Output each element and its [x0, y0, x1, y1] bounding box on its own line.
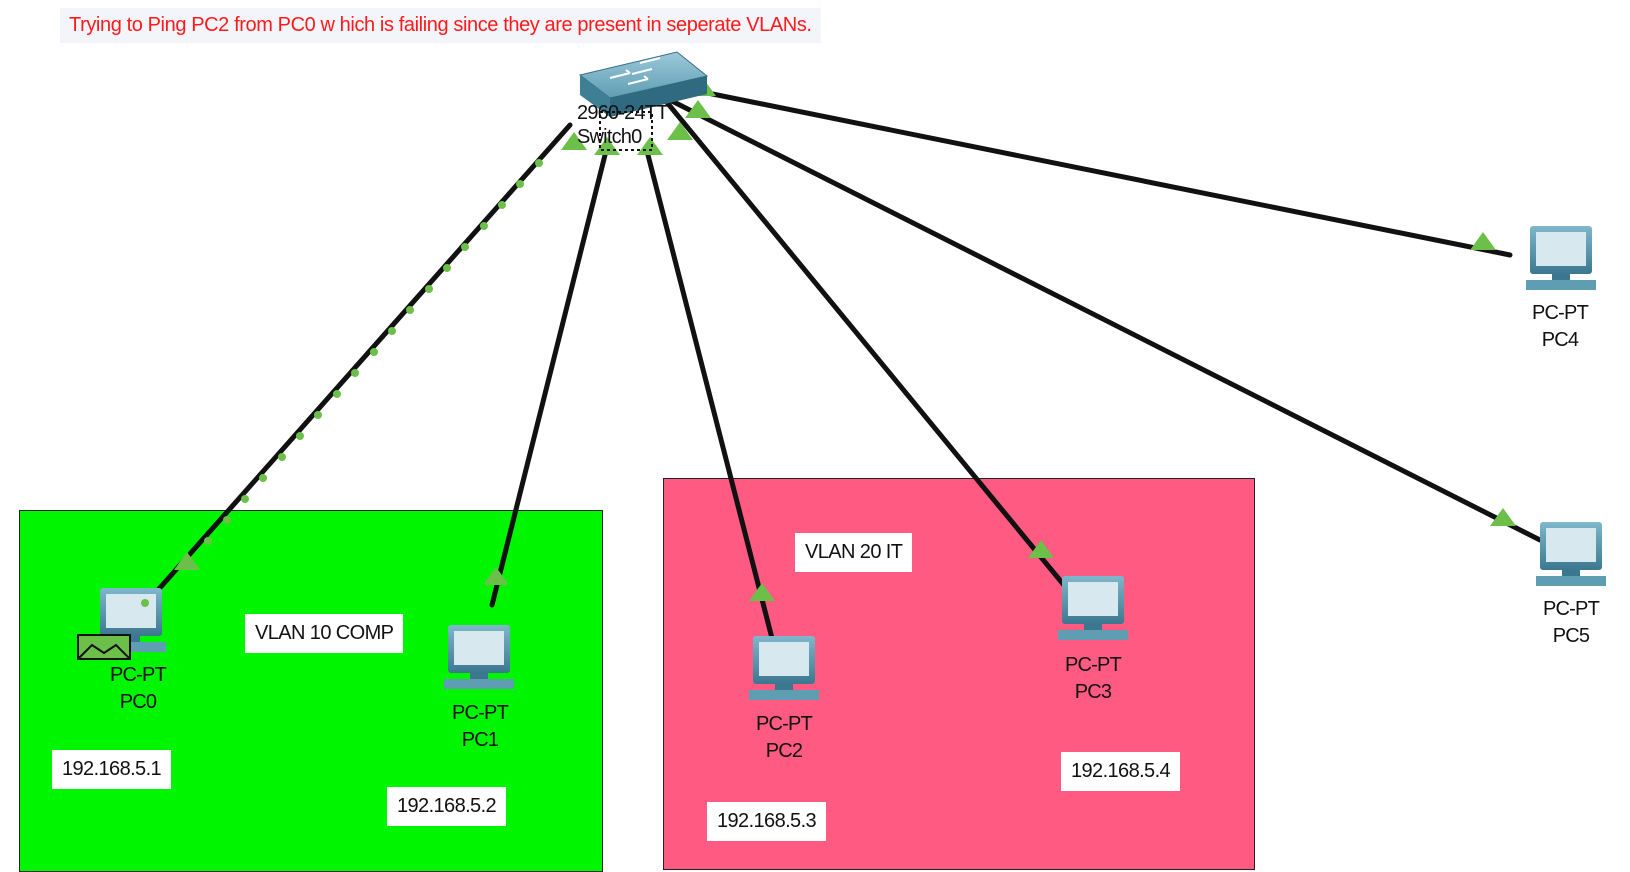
envelope-icon — [77, 634, 131, 660]
link-up-indicator — [1028, 540, 1054, 558]
ping-packet-trail — [186, 159, 543, 566]
link-up-indicator — [174, 552, 200, 570]
pc2-model: PC-PT — [755, 713, 813, 735]
pc0-ip-label: 192.168.5.1 — [52, 750, 172, 789]
pc5-label: PC-PT PC5 — [1511, 596, 1630, 650]
pc3-name: PC3 — [1074, 681, 1112, 703]
pc0-model: PC-PT — [109, 664, 167, 686]
switch-label: 2960-24TT Switch0 — [577, 101, 687, 153]
pc4-label: PC-PT PC4 — [1500, 300, 1620, 354]
link-up-indicator — [749, 583, 775, 601]
pc1-ip-label: 192.168.5.2 — [387, 787, 507, 826]
link-pc1[interactable] — [489, 152, 608, 608]
link-pc5[interactable] — [657, 92, 1543, 543]
link-up-indicator — [561, 132, 587, 150]
pc1-label: PC-PT PC1 — [420, 700, 540, 754]
link-up-indicator — [483, 567, 509, 585]
switch-model-label: 2960-24TT — [577, 102, 668, 124]
pc4-name: PC4 — [1541, 329, 1579, 351]
pc-icon[interactable] — [1536, 522, 1606, 586]
link-pc4[interactable] — [665, 82, 1513, 258]
pc5-name: PC5 — [1552, 625, 1590, 647]
pc5-model: PC-PT — [1542, 598, 1600, 620]
pc0-label: PC-PT PC0 — [78, 662, 198, 716]
pc3-label: PC-PT PC3 — [1033, 652, 1153, 706]
link-pc3[interactable] — [662, 97, 1071, 593]
annotation-note: Trying to Ping PC2 from PC0 w hich is fa… — [60, 8, 821, 43]
pc-icon[interactable] — [1058, 576, 1128, 640]
link-up-indicator — [1490, 508, 1516, 526]
switch-icon[interactable] — [578, 51, 709, 151]
link-pc2[interactable] — [645, 152, 778, 653]
pc2-name: PC2 — [765, 740, 803, 762]
pc4-model: PC-PT — [1531, 302, 1589, 324]
pc-icon[interactable] — [444, 625, 514, 689]
pc1-name: PC1 — [461, 729, 499, 751]
link-up-indicator — [685, 100, 711, 118]
pc1-model: PC-PT — [451, 702, 509, 724]
pc2-label: PC-PT PC2 — [724, 711, 844, 765]
switch-name-label: Switch0 — [577, 126, 642, 148]
vlan-10-label: VLAN 10 COMP — [245, 614, 404, 653]
pc0-name: PC0 — [119, 691, 157, 713]
link-up-indicator — [1470, 232, 1496, 250]
vlan-20-label: VLAN 20 IT — [795, 533, 913, 572]
pc-icon[interactable] — [749, 636, 819, 700]
pc3-ip-label: 192.168.5.4 — [1061, 752, 1181, 791]
link-up-indicator — [667, 122, 693, 140]
pc2-ip-label: 192.168.5.3 — [707, 802, 827, 841]
pc3-model: PC-PT — [1064, 654, 1122, 676]
topology-drawing — [77, 51, 1606, 700]
pc-icon[interactable] — [1526, 226, 1596, 290]
